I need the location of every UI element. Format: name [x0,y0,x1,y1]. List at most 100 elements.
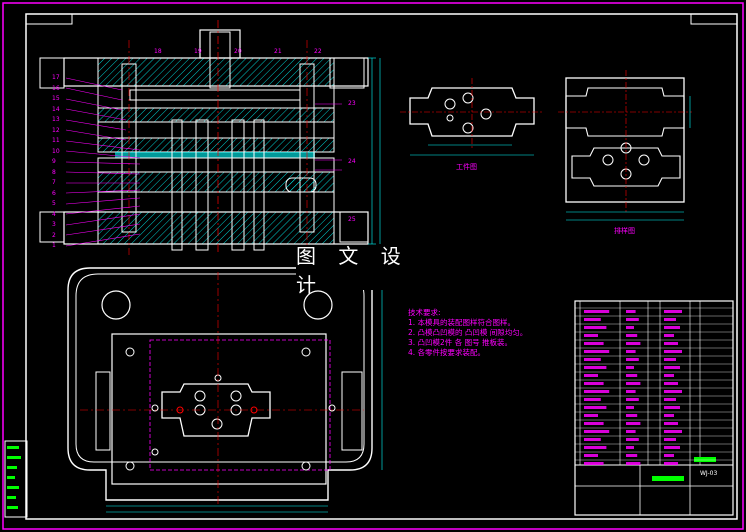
bom-cell-text [626,462,641,465]
bom-cell-text [584,430,610,433]
revision-block [4,440,28,518]
main-section-view [39,20,381,255]
right-leader-lines [315,103,342,171]
technical-requirement-3: 3. 凸凹模2件 各 图号 推板装。 [408,338,512,347]
part-number-label: 8 [52,168,56,176]
strip-layout-view [558,70,692,221]
bom-cell-text [626,406,634,409]
bom-cell-text [664,390,682,393]
bom-cell-text [664,350,682,353]
watermark-overlay: 图 文 设 计 [296,244,446,297]
part-number-label: 17 [52,74,60,81]
bom-cell-text [626,366,634,369]
bom-cell-text [584,454,598,457]
bom-cell-text [626,414,638,417]
bom-cell-text [626,318,639,321]
bom-cell-text [664,462,678,465]
technical-requirements-title: 技术要求: [408,308,441,317]
part-number-label: 20 [234,48,242,55]
part-number-label: 19 [194,48,202,55]
bom-cell-text [584,446,607,449]
part-number-label: 22 [314,48,322,55]
part-number-label: 16 [52,84,60,92]
corner-tag-top-left [25,13,73,25]
bom-rows [575,307,733,465]
technical-requirements: 技术要求: 1. 本模具的装配图样符合图样。 2. 凸模凸凹模的 凸凹模 间隙均… [408,308,527,358]
bom-cell-text [664,358,676,361]
bom-cell-text [626,390,636,393]
bom-cell-text [584,462,604,465]
lower-die-plan-view [67,267,383,513]
bom-cell-text [626,382,641,385]
bill-of-materials-table [574,300,734,516]
bom-cell-text [584,318,601,321]
part-number-label: 15 [52,95,60,102]
bom-cell-text [584,406,607,409]
bom-cell-text [584,438,601,441]
bom-cell-text [584,310,610,313]
part-number-label: 23 [348,100,356,107]
part-number-label: 5 [52,200,56,207]
part-number-label: 21 [274,48,282,55]
left-leader-lines [65,77,141,247]
drawing-inner-border [25,13,738,520]
workpiece-view [400,78,544,156]
part-number-label: 7 [52,179,56,186]
bom-cell-text [584,422,604,425]
bom-cell-text [584,350,610,353]
bom-cell-text [664,430,682,433]
bom-cell-text [664,454,674,457]
bom-cell-text [626,334,638,337]
technical-requirement-2: 2. 凸模凸凹模的 凸凹模 间隙均匀。 [408,328,528,337]
bom-cell-text [626,454,638,457]
bom-cell-text [584,398,601,401]
bom-cell-text [626,438,639,441]
bom-cell-text [626,374,638,377]
bom-cell-text [664,382,678,385]
bom-cell-text [626,446,634,449]
bom-cell-text [584,342,604,345]
bom-cell-text [664,438,676,441]
bom-cell-text [664,398,676,401]
corner-tag-top-right [690,13,738,25]
bom-cell-text [626,430,636,433]
bom-cell-text [664,366,680,369]
bom-cell-text [664,334,674,337]
bom-cell-text [626,326,634,329]
bom-cell-text [664,318,676,321]
part-number-label: 18 [154,48,162,55]
bom-cell-text [626,310,636,313]
part-number-label: 3 [52,221,56,228]
drawing-number: WJ-03 [700,470,718,477]
bom-cell-text [664,414,674,417]
part-number-label: 25 [348,216,356,223]
bom-cell-text [584,366,607,369]
part-number-label: 12 [52,126,60,134]
part-number-label: 11 [52,137,60,144]
technical-requirement-1: 1. 本模具的装配图样符合图样。 [408,318,516,327]
part-number-label: 9 [52,158,56,165]
part-number-label: 4 [52,210,56,218]
part-number-label: 14 [52,105,60,113]
bom-cell-text [626,422,641,425]
bom-cell-text [626,358,639,361]
layout-view-label: 排样图 [614,227,635,235]
bom-cell-text [664,342,678,345]
bom-cell-text [584,334,598,337]
part-number-label: 10 [52,147,60,155]
part-number-label: 2 [52,231,56,239]
bom-cell-text [584,374,598,377]
part-number-label: 13 [52,116,60,123]
bom-cell-text [664,326,680,329]
bom-cell-text [584,414,598,417]
workpiece-view-label: 工件图 [456,163,477,171]
part-number-label: 24 [348,158,356,165]
bom-cell-text [664,422,678,425]
bom-cell-text [664,310,682,313]
bom-cell-text [584,382,604,385]
bom-cell-text [626,350,636,353]
bom-cell-text [626,342,641,345]
part-number-label: 1 [52,242,56,249]
